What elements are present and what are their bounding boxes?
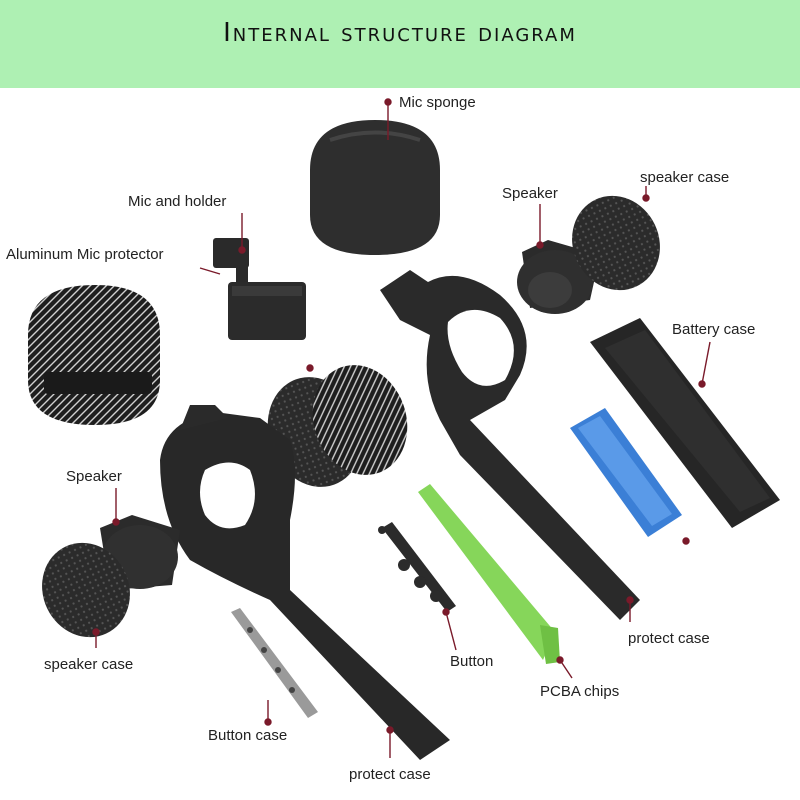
label-pcba-chips: PCBA chips [540,683,620,700]
protect-case-bottom-part [160,405,450,760]
label-speaker-left: Speaker [66,468,122,485]
label-protect-case-right: protect case [628,630,710,647]
button-part [378,522,456,612]
pcba-part [418,484,560,664]
diagram-title: Internal structure diagram [223,18,577,48]
battery-part [570,408,682,537]
button-case-part [231,608,318,718]
label-protect-case-bottom: protect case [349,766,431,783]
mic-sponge-part [310,120,440,255]
label-button-case: Button case [208,727,288,744]
speaker-case-left-part [42,542,130,638]
battery-case-part [590,318,780,528]
label-battery-case: Battery case [672,321,756,338]
label-mic-sponge: Mic sponge [399,94,476,111]
label-button: Button [450,653,494,670]
mic-holder-part [213,238,306,340]
label-speaker-case-top: speaker case [640,169,730,186]
label-mic-holder: Mic and holder [128,193,227,210]
label-aluminum-protector: Aluminum Mic protector [6,246,164,263]
protect-case-right-part [380,270,640,620]
label-speaker-case-left: speaker case [44,656,134,673]
leader-lines [92,98,711,758]
label-speaker-top: Speaker [502,185,558,202]
title-banner [0,0,800,88]
aluminum-protector-part [28,285,160,425]
speaker-case-top-part [572,195,660,291]
